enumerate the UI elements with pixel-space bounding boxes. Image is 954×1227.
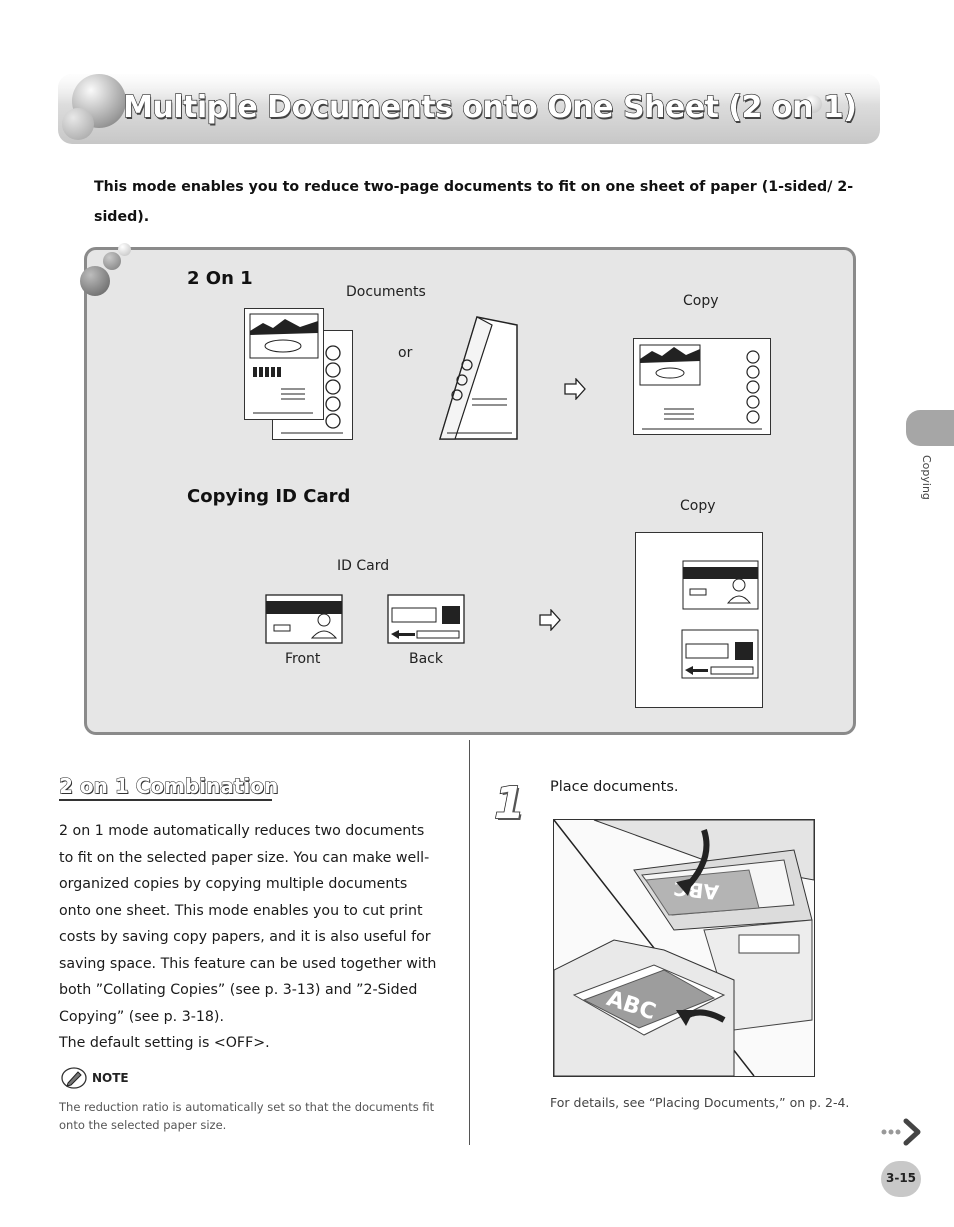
copy-result-2on1 [633, 338, 771, 435]
documents-label: Documents [346, 284, 426, 300]
combined-pages-illustration [639, 344, 762, 430]
back-label: Back [409, 651, 443, 667]
decorative-sphere-small [118, 243, 131, 256]
chapter-tab-label: Copying [920, 455, 933, 500]
id-card-copy-illustration [681, 560, 759, 679]
body-line: costs by saving copy papers, and it is a… [59, 929, 431, 945]
body-line: organized copies by copying multiple doc… [59, 876, 408, 892]
car-photo-illustration [249, 313, 319, 414]
body-line: saving space. This feature can be used t… [59, 956, 437, 972]
column-divider [469, 740, 470, 1145]
chapter-tab[interactable] [906, 410, 954, 446]
note-text: The reduction ratio is automatically set… [59, 1100, 435, 1132]
book-document-illustration [438, 316, 518, 440]
copy-result-id-card [635, 532, 763, 708]
page-number: 3-15 [885, 1171, 917, 1185]
section-heading: 2 on 1 Combination [58, 774, 279, 799]
body-line: Copying” (see p. 3-18). [59, 1009, 224, 1025]
title-banner [58, 74, 880, 144]
front-label: Front [285, 651, 321, 667]
body-line: to fit on the selected paper size. You c… [59, 850, 430, 866]
decorative-sphere-tiny [804, 95, 822, 113]
id-card-label: ID Card [337, 558, 390, 574]
arrow-right-icon [564, 378, 586, 400]
machine-photo: ABC ABC [553, 819, 815, 1077]
scanner-adf-illustration: ABC ABC [554, 820, 814, 1076]
or-label: or [398, 345, 413, 361]
id-card-heading: Copying ID Card [187, 486, 351, 507]
details-reference: For details, see “Placing Documents,” on… [550, 1095, 850, 1110]
decorative-sphere-small [62, 108, 94, 140]
body-line: 2 on 1 mode automatically reduces two do… [59, 823, 425, 839]
decorative-sphere-large [80, 266, 110, 296]
gear-list-illustration [281, 345, 343, 434]
document-page-1 [244, 308, 324, 420]
abc-text-top: ABC [672, 876, 720, 905]
decorative-sphere-medium [103, 252, 121, 270]
next-page-arrow-icon[interactable] [880, 1117, 926, 1147]
note-label: NOTE [92, 1071, 129, 1085]
id-card-front-illustration [265, 594, 343, 644]
pencil-note-icon [61, 1067, 87, 1089]
page-number-badge [881, 1161, 921, 1197]
two-on-one-heading: 2 On 1 [187, 268, 253, 289]
body-line: The default setting is <OFF>. [59, 1035, 270, 1051]
body-line: both ”Collating Copies” (see p. 3-13) an… [59, 982, 418, 998]
intro-paragraph: This mode enables you to reduce two-page… [94, 179, 854, 225]
copy-label-id-card: Copy [680, 498, 716, 514]
arrow-right-icon [539, 609, 561, 631]
page-title: Multiple Documents onto One Sheet (2 on … [122, 89, 857, 125]
step-instruction: Place documents. [550, 779, 679, 795]
step-number: 1 [493, 777, 525, 830]
id-card-back-illustration [387, 594, 465, 644]
copy-label-two-on-one: Copy [683, 293, 719, 309]
body-line: onto one sheet. This mode enables you to… [59, 903, 423, 919]
section-heading-underline [59, 799, 272, 801]
